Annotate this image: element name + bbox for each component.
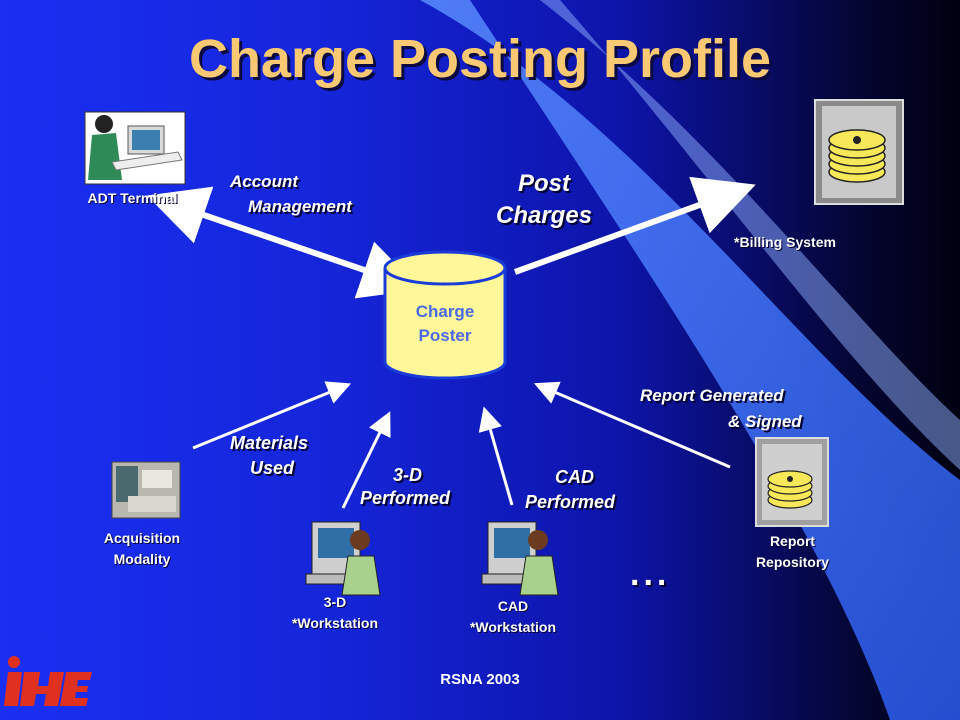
slide-title: Charge Posting Profile <box>188 29 772 89</box>
arrow-report-signed <box>533 381 731 469</box>
report-repository-icon <box>755 437 829 527</box>
materials-used-label-line1: Materials <box>230 433 309 453</box>
report-signed-label-line2: & Signed <box>728 412 802 431</box>
background-swoosh <box>420 0 960 720</box>
post-charges-label-line1: Post <box>518 170 571 197</box>
adt-terminal-label: ADT Terminal <box>87 190 178 206</box>
cad-workstation-icon <box>481 521 559 596</box>
cad-workstation-label: CAD *Workstation <box>469 598 557 635</box>
materials-used-label-line2: Used <box>250 458 295 478</box>
billing-system-icon <box>814 99 904 205</box>
account-management-label-line2: Management <box>248 197 352 216</box>
charge-poster-cylinder <box>383 250 507 380</box>
cad-performed-label-line1: CAD <box>555 467 594 487</box>
acquisition-modality-label: Acquisition Modality <box>103 530 181 567</box>
workstation-3d-label: 3-D *Workstation <box>291 594 379 631</box>
post-charges-label-line2: Charges <box>496 202 593 229</box>
adt-terminal-icon <box>84 111 186 185</box>
charge-poster-label: Charge Poster <box>415 302 475 345</box>
more-actors-ellipsis: ... <box>630 555 671 593</box>
3d-performed-label-line1: 3-D <box>393 465 423 485</box>
3d-performed-label-line2: Performed <box>360 488 451 508</box>
background-swoosh-edge <box>540 0 960 470</box>
report-repository-label: Report Repository <box>755 533 830 570</box>
report-signed-label-line1: Report Generated <box>640 386 784 405</box>
billing-system-label: *Billing System <box>734 234 836 250</box>
arrow-post-charges <box>513 176 756 275</box>
acquisition-modality-icon <box>111 461 181 519</box>
arrow-cad-performed <box>478 406 514 506</box>
ihe-logo-icon <box>4 656 92 706</box>
workstation-3d-icon <box>305 521 381 596</box>
arrow-materials-used <box>192 381 352 450</box>
arrow-3d-performed <box>341 411 391 509</box>
arrow-account-management <box>146 186 422 299</box>
footer-text: RSNA 2003 <box>440 671 520 688</box>
account-management-label-line1: Account <box>230 172 298 191</box>
cad-performed-label-line2: Performed <box>525 492 616 512</box>
